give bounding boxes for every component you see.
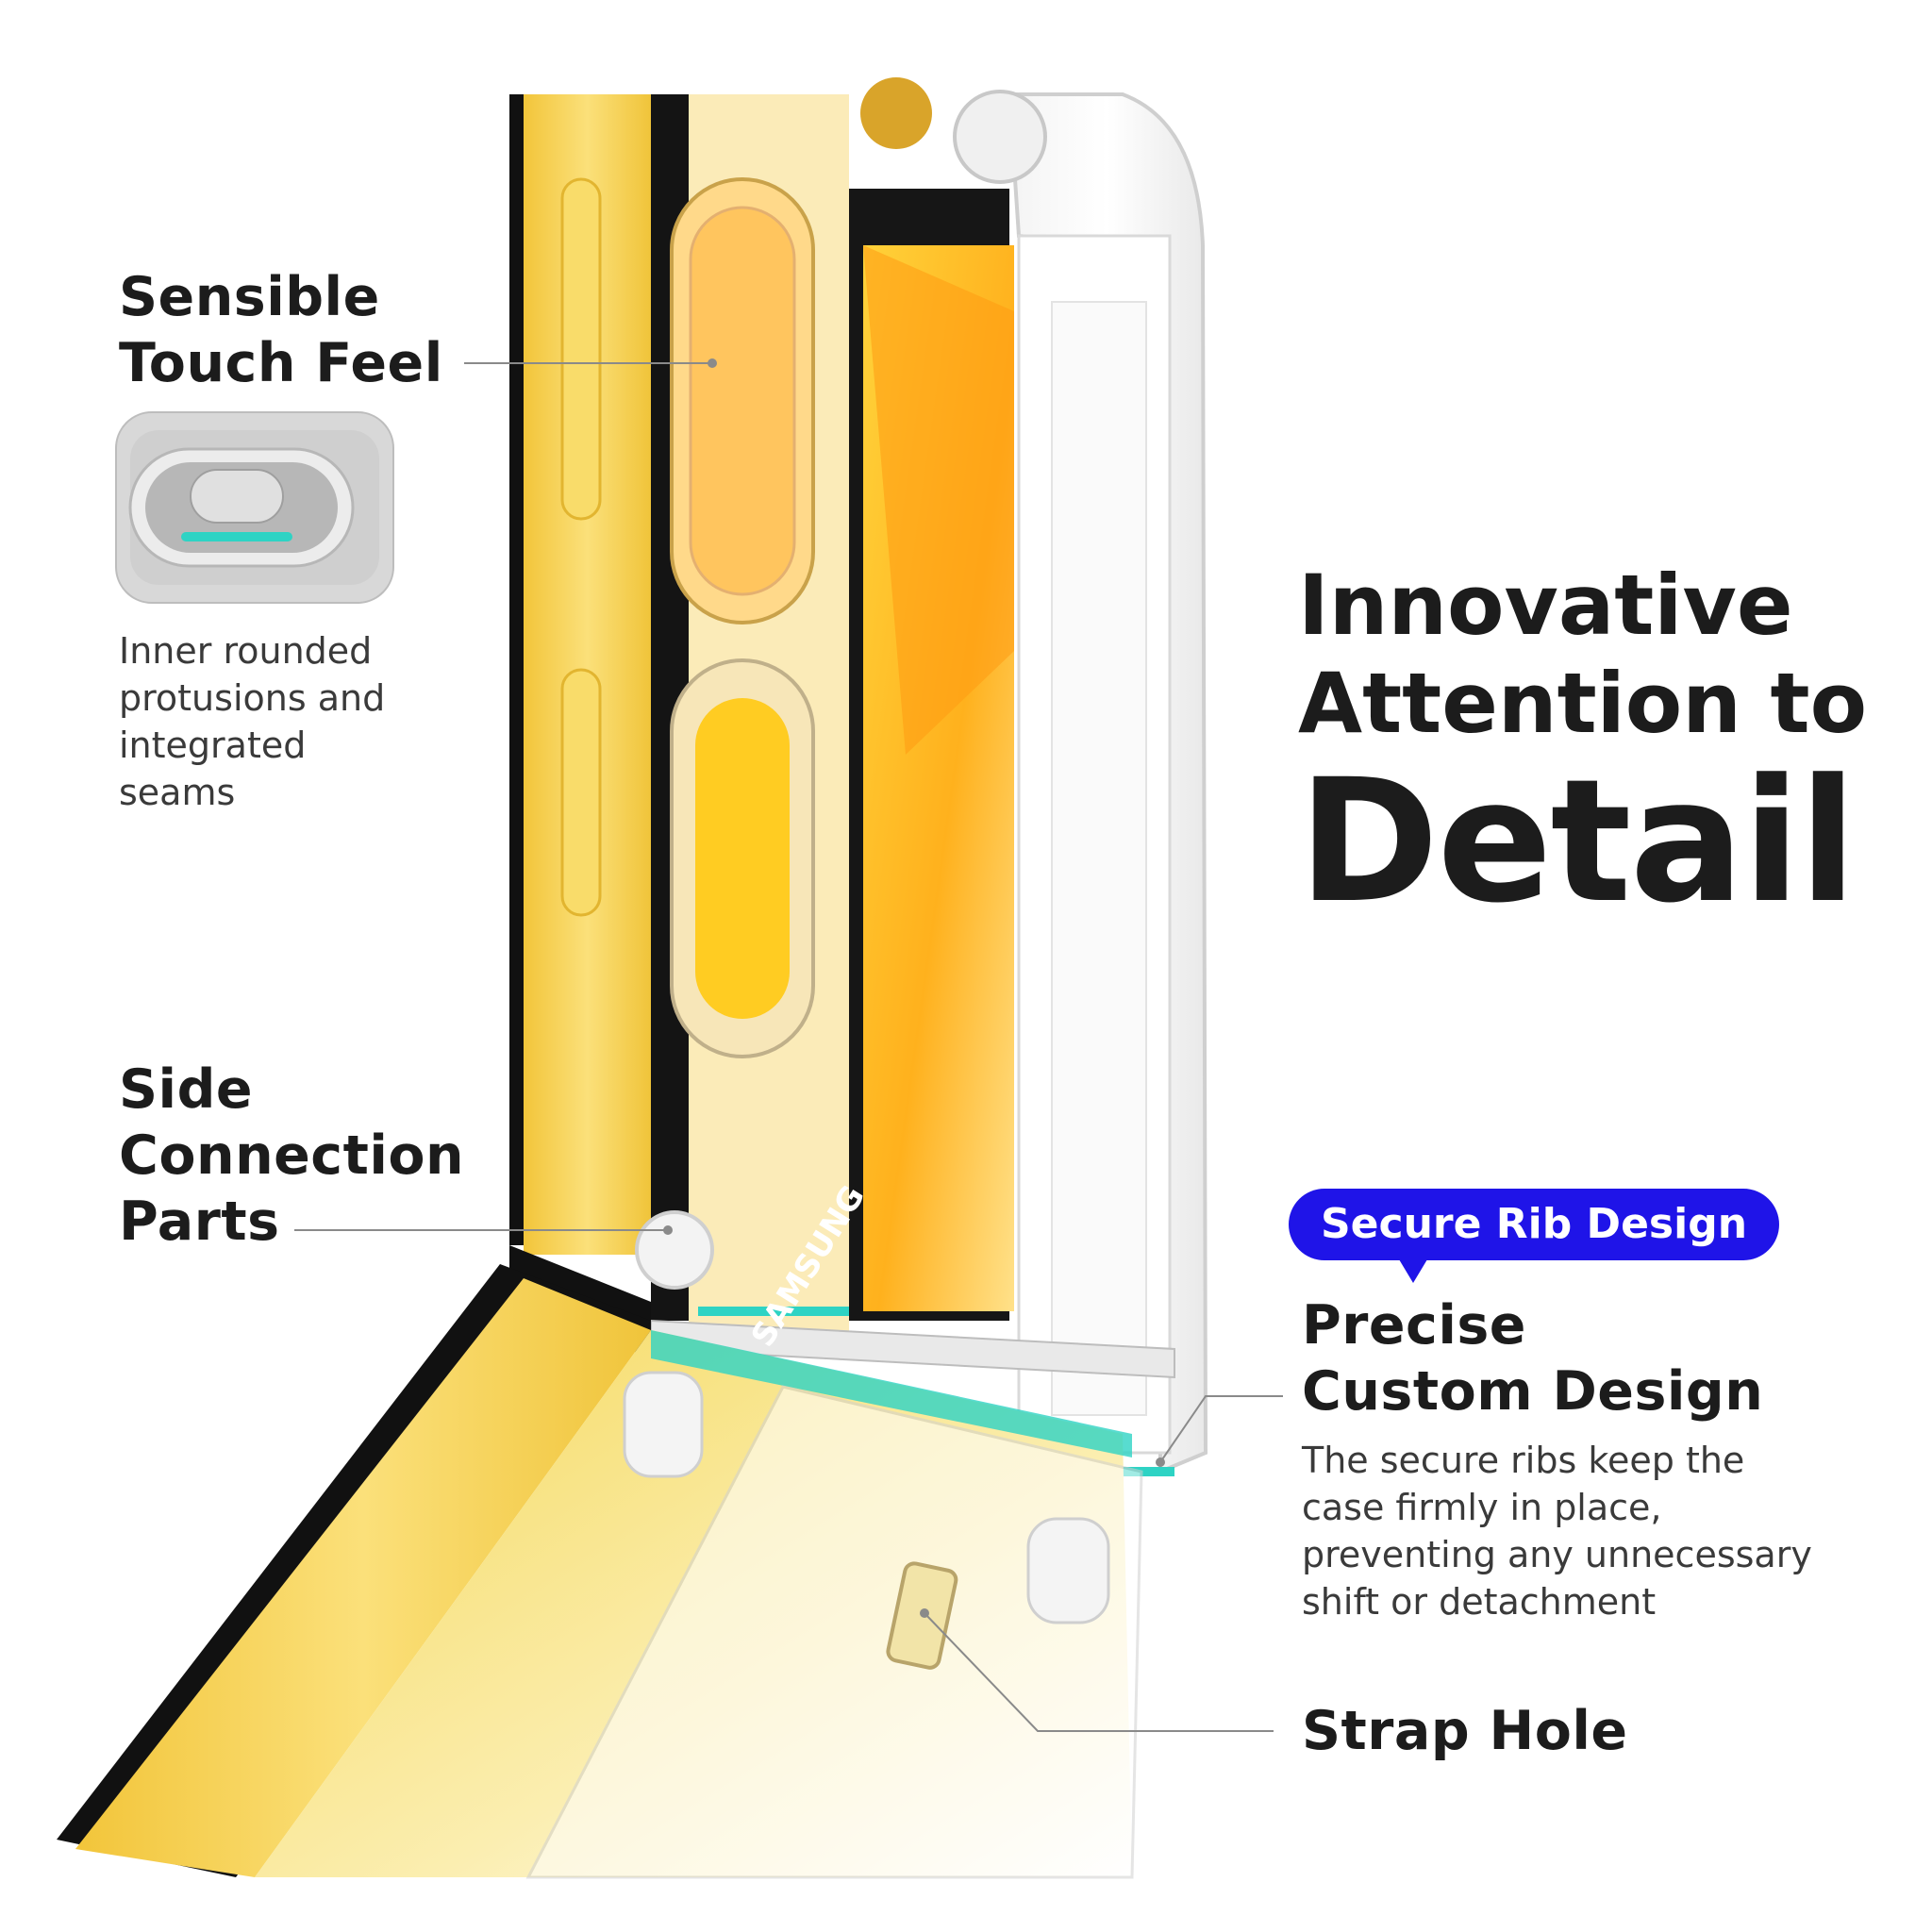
touch-feel-leader-line <box>464 362 711 364</box>
desc-line: protusions and <box>119 677 386 719</box>
side-title-line: Side <box>119 1058 254 1121</box>
upper-phone-half <box>509 77 1208 1476</box>
custom-design-description: The secure ribs keep the case firmly in … <box>1302 1437 1812 1625</box>
side-connection-title: Side Connection Parts <box>119 1057 464 1255</box>
custom-title-line: Precise <box>1302 1294 1526 1357</box>
touch-feel-leader-dot <box>708 358 717 368</box>
strap-hole-leader <box>920 1608 1274 1732</box>
desc-line: The secure ribs keep the <box>1302 1440 1745 1481</box>
desc-line: shift or detachment <box>1302 1581 1657 1623</box>
hero-headline: Innovative Attention to Detail <box>1298 557 1867 932</box>
side-title-line: Parts <box>119 1191 280 1253</box>
custom-title-line: Custom Design <box>1302 1360 1764 1423</box>
touch-feel-description: Inner rounded protusions and integrated … <box>119 627 385 816</box>
secure-rib-badge: Secure Rib Design <box>1289 1189 1779 1260</box>
custom-design-title: Precise Custom Design <box>1302 1292 1763 1424</box>
secure-rib-badge-pointer <box>1396 1255 1430 1283</box>
desc-line: case firmly in place, <box>1302 1487 1662 1528</box>
side-connection-leader-line <box>294 1229 667 1231</box>
hero-title-line1: Innovative <box>1298 557 1793 654</box>
touch-feel-title: Sensible Touch Feel <box>119 264 443 396</box>
hero-title-big: Detail <box>1298 743 1857 941</box>
custom-design-leader <box>1156 1395 1283 1467</box>
touch-feel-title-line: Touch Feel <box>119 332 443 394</box>
desc-line: preventing any unnecessary <box>1302 1534 1812 1575</box>
touch-feel-inset-image <box>115 411 394 604</box>
side-title-line: Connection <box>119 1124 465 1187</box>
desc-line: Inner rounded <box>119 630 373 672</box>
side-connection-leader-dot <box>663 1225 673 1235</box>
strap-hole-title: Strap Hole <box>1302 1700 1628 1762</box>
desc-line: integrated <box>119 724 307 766</box>
desc-line: seams <box>119 772 236 813</box>
touch-feel-title-line: Sensible <box>119 266 380 328</box>
hero-title-line2: Attention to <box>1298 655 1868 752</box>
